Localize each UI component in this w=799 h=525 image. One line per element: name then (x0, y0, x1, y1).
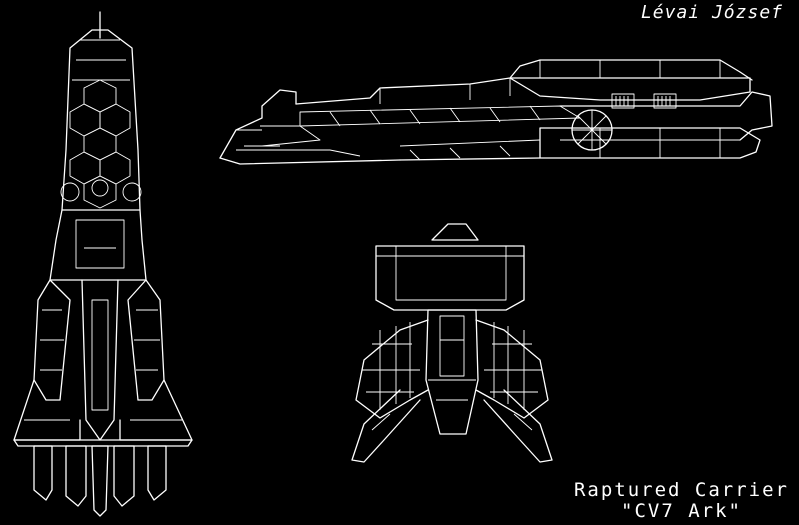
title-block: Raptured Carrier "CV7 Ark" (574, 480, 789, 522)
front-view (351, 223, 553, 463)
side-view (219, 59, 773, 165)
ship-class-title: Raptured Carrier (573, 479, 789, 501)
top-view (13, 11, 193, 517)
ship-name-title: "CV7 Ark" (621, 500, 742, 522)
author-credit: Lévai József (640, 2, 783, 23)
